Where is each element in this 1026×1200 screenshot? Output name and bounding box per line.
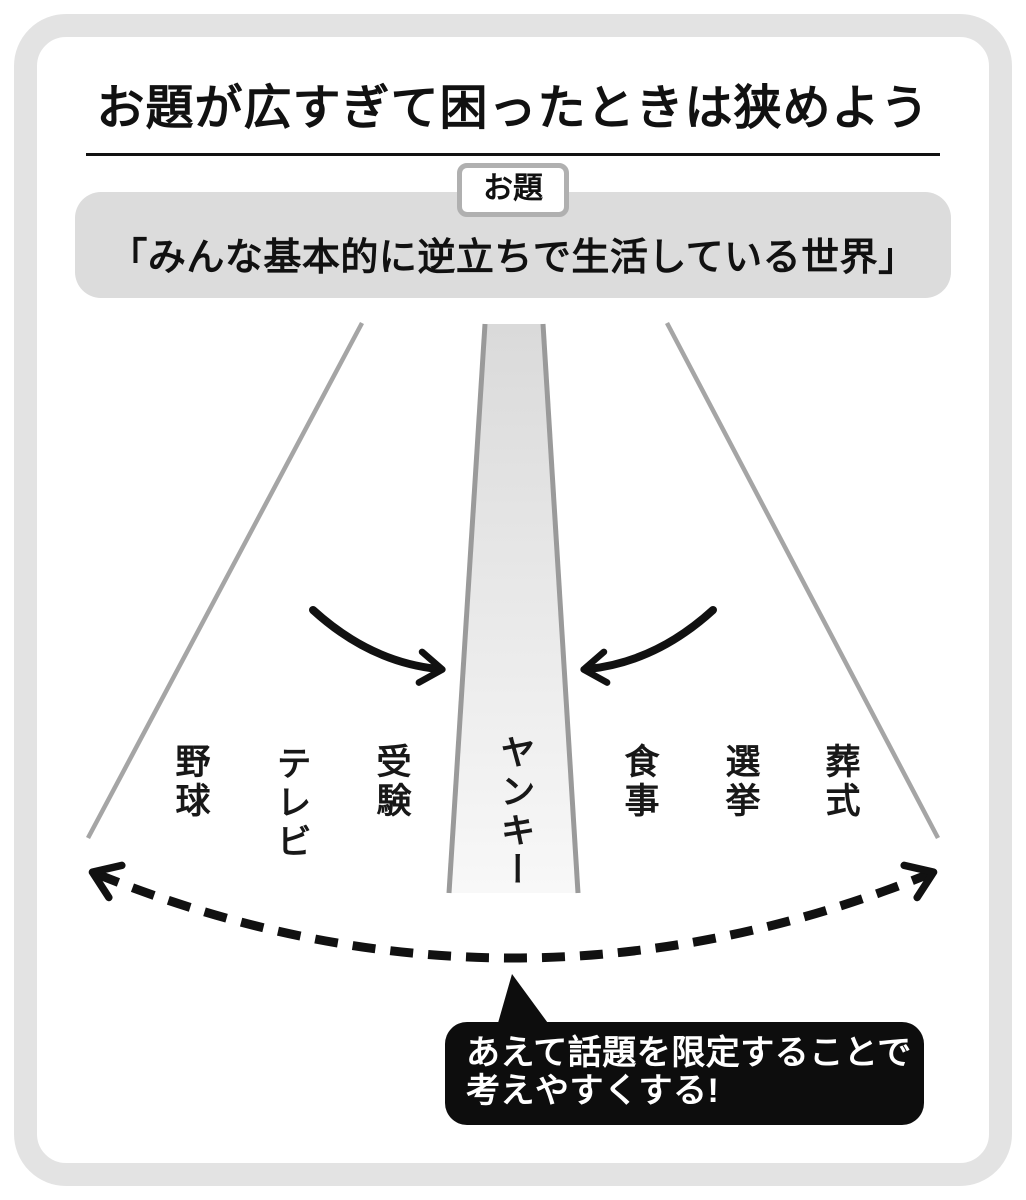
center-wedge xyxy=(449,324,578,893)
title-row: お題が広すぎて困ったときは狭めよう xyxy=(0,68,1026,156)
fan-label-election: 選挙 xyxy=(720,743,760,821)
bubble-tail xyxy=(496,974,553,1030)
fan-line-left xyxy=(86,321,364,840)
center-wedge-border-left xyxy=(446,323,488,894)
topic-text: 「みんな基本的に逆立ちで生活している世界」 xyxy=(109,236,917,279)
fan-label-baseball: 野球 xyxy=(170,743,210,821)
page-title: お題が広すぎて困ったときは狭めよう xyxy=(86,68,940,156)
fan-label-exam: 受験 xyxy=(371,743,411,821)
callout-bubble: あえて話題を限定することで 考えやすくする! xyxy=(445,1022,924,1125)
narrow-arrow-right-icon xyxy=(580,606,717,686)
topic-badge: お題 xyxy=(457,163,569,217)
range-arc-arrow-icon xyxy=(88,861,938,963)
center-wedge-border-right xyxy=(540,323,581,894)
fan-label-meal: 食事 xyxy=(619,743,659,821)
narrow-arrow-left-icon xyxy=(309,606,446,686)
callout-line-1: あえて話題を限定することで xyxy=(466,1034,912,1072)
fan-label-funeral: 葬式 xyxy=(820,743,860,821)
fan-label-tv: テレビ xyxy=(271,745,311,862)
fan-label-yankee: ヤンキー xyxy=(495,734,535,890)
callout-line-2: 考えやすくする! xyxy=(466,1072,720,1111)
outer-frame xyxy=(14,14,1012,1186)
fan-line-right xyxy=(665,321,940,840)
